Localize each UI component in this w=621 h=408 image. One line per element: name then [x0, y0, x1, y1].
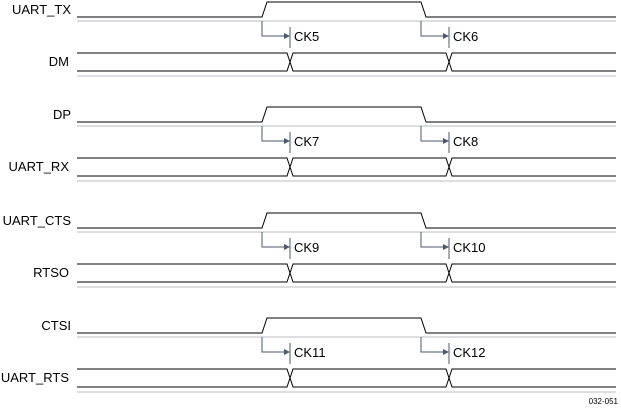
- delay-label-fall: CK12: [453, 345, 486, 360]
- output-bus-bottom: [77, 376, 616, 388]
- output-bus-bottom: [77, 165, 616, 177]
- arrowhead-icon: [443, 33, 449, 39]
- delay-arrow-fall: [420, 126, 444, 142]
- delay-arrow-rise: [261, 232, 285, 248]
- input-signal-label: DP: [53, 107, 71, 122]
- input-waveform: [77, 317, 616, 334]
- delay-label-fall: CK6: [453, 29, 478, 44]
- output-signal-label: UART_RTS: [1, 370, 69, 385]
- output-signal-label: DM: [49, 54, 69, 69]
- delay-label-rise: CK5: [294, 29, 319, 44]
- delay-arrow-rise: [261, 126, 285, 142]
- input-signal-label: UART_CTS: [3, 213, 72, 228]
- arrowhead-icon: [284, 349, 290, 355]
- delay-arrow-fall: [420, 337, 444, 353]
- output-signal-label: RTSO: [33, 265, 69, 280]
- delay-label-fall: CK8: [453, 134, 478, 149]
- arrowhead-icon: [284, 244, 290, 250]
- delay-arrow-rise: [261, 337, 285, 353]
- output-bus-top: [77, 157, 616, 169]
- delay-arrow-rise: [261, 21, 285, 37]
- arrowhead-icon: [443, 138, 449, 144]
- delay-arrow-fall: [420, 21, 444, 37]
- delay-label-rise: CK7: [294, 134, 319, 149]
- figure-id-label: 032-051: [589, 397, 619, 406]
- delay-label-fall: CK10: [453, 240, 486, 255]
- arrowhead-icon: [284, 138, 290, 144]
- input-waveform: [77, 1, 616, 18]
- arrowhead-icon: [443, 244, 449, 250]
- output-bus-top: [77, 52, 616, 64]
- delay-label-rise: CK9: [294, 240, 319, 255]
- output-bus-top: [77, 368, 616, 380]
- output-bus-bottom: [77, 271, 616, 283]
- arrowhead-icon: [443, 349, 449, 355]
- output-bus-top: [77, 263, 616, 275]
- output-bus-bottom: [77, 60, 616, 72]
- input-waveform: [77, 106, 616, 123]
- output-signal-label: UART_RX: [9, 159, 70, 174]
- arrowhead-icon: [284, 33, 290, 39]
- delay-label-rise: CK11: [294, 345, 326, 360]
- input-signal-label: CTSI: [41, 318, 71, 333]
- input-signal-label: UART_TX: [12, 2, 71, 17]
- input-waveform: [77, 212, 616, 229]
- delay-arrow-fall: [420, 232, 444, 248]
